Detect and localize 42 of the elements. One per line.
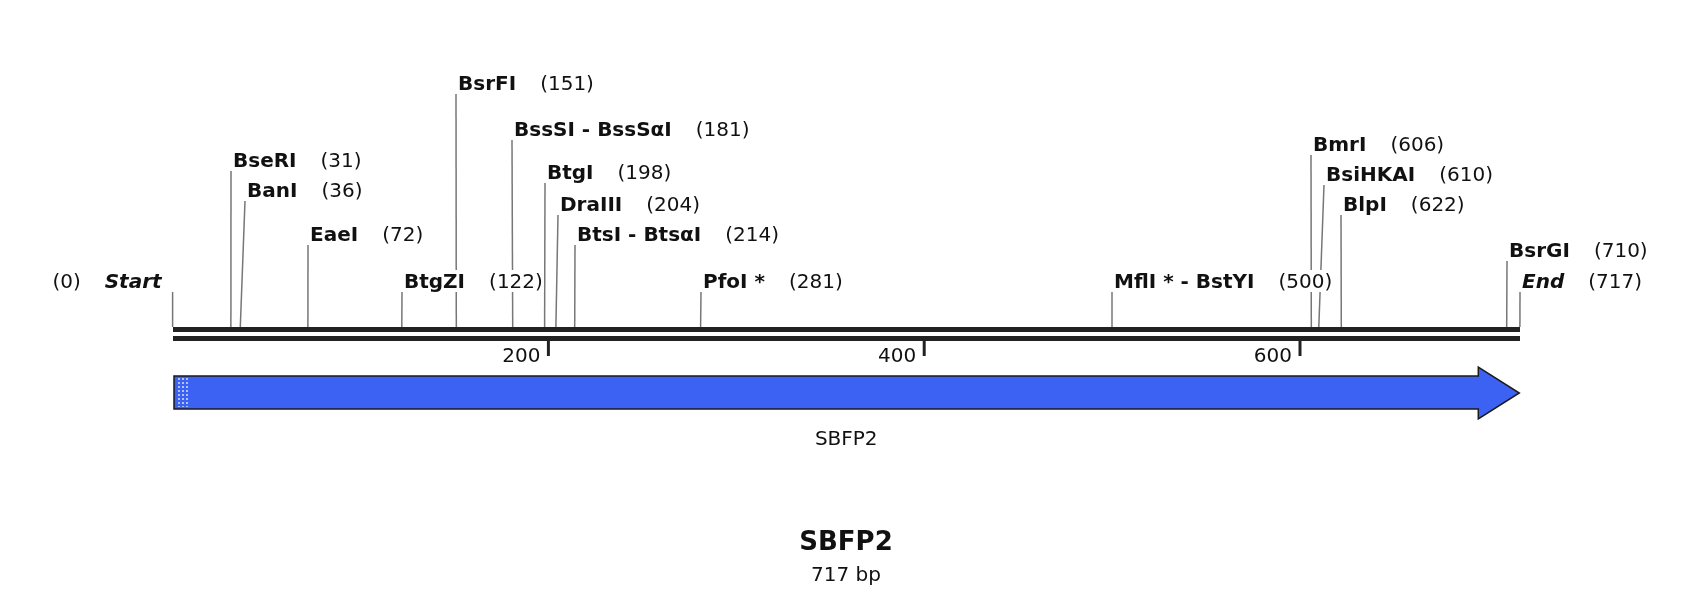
sequence-length: 717 bp (810, 562, 882, 586)
leader-line (1519, 291, 1521, 328)
cut-position: (72) (381, 223, 425, 245)
cut-position: (717) (1587, 270, 1643, 292)
leader-line (699, 291, 702, 328)
leader-line (573, 244, 576, 328)
scale-label: 200 (502, 343, 541, 367)
diagram-title: SBFP2 (798, 526, 894, 556)
cut-position: (214) (724, 223, 781, 245)
enzyme-name: BlpI (1342, 193, 1388, 215)
cut-position: (151) (539, 72, 595, 94)
leader-line (455, 93, 458, 328)
cut-position: (204) (645, 193, 702, 215)
leader-line (555, 214, 559, 328)
cut-position: (606) (1389, 133, 1446, 155)
leader-line (230, 170, 232, 328)
leader-line (1340, 214, 1343, 328)
enzyme-name: BtgZI (403, 270, 467, 292)
leader-line (1310, 154, 1313, 328)
cut-position: (31) (319, 149, 363, 171)
leader-line (171, 291, 174, 328)
leader-line (1111, 291, 1113, 328)
leader-line (511, 139, 514, 328)
cut-position: (622) (1409, 193, 1466, 215)
leader-line (307, 244, 309, 328)
sequence-backbone (172, 327, 1520, 341)
cut-position: (198) (616, 161, 673, 183)
cut-position: (500) (1277, 270, 1334, 292)
leader-line (543, 182, 546, 328)
feature-label: SBFP2 (813, 426, 879, 450)
cut-position: (122) (488, 270, 544, 292)
cut-position: (281) (787, 270, 844, 292)
scale-label: 600 (1253, 343, 1292, 367)
leader-line (239, 200, 246, 328)
leader-line (401, 291, 403, 328)
cut-position: (710) (1592, 239, 1649, 261)
cut-position: (610) (1438, 163, 1494, 185)
cut-position: (181) (694, 118, 751, 140)
cut-position: (0) (51, 270, 82, 292)
cut-position: (36) (320, 179, 364, 201)
leader-line (1505, 260, 1508, 328)
scale-label: 400 (878, 343, 917, 367)
